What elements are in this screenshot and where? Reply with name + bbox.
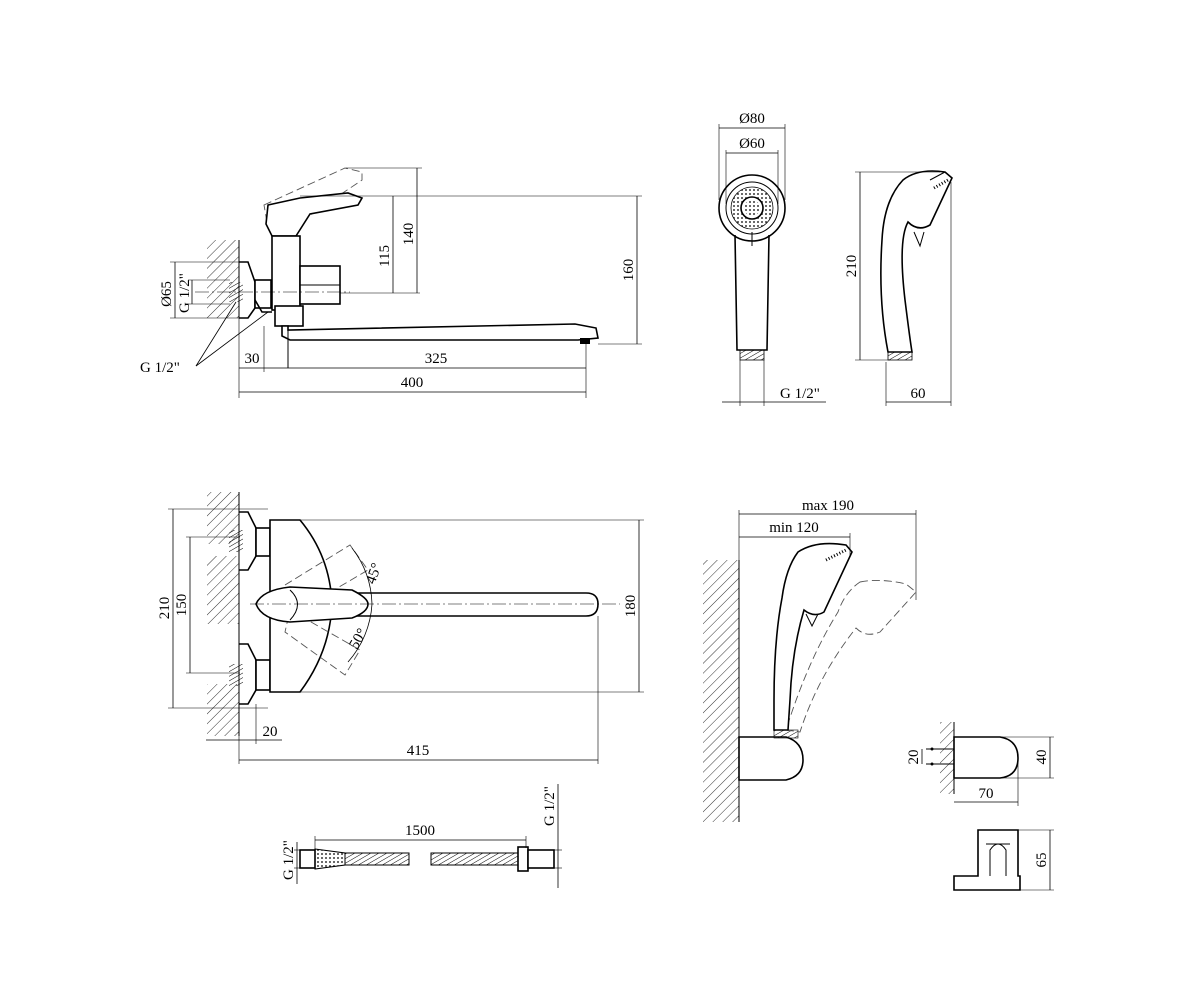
wall-holder (738, 736, 804, 781)
dim-1500-label: 1500 (405, 823, 435, 839)
faucet-plan-view: 45° 50° 210 150 180 20 415 (157, 492, 644, 764)
dim-30-label: 30 (245, 351, 260, 367)
dim-min120-label: min 120 (769, 520, 819, 536)
dim-325-label: 325 (425, 351, 448, 367)
dim-210-shower-label: 210 (844, 255, 860, 278)
dim-g12-hose-left-label: G 1/2" (281, 840, 297, 880)
spout (281, 323, 599, 368)
dim-g12-shower-label: G 1/2" (780, 386, 820, 402)
shower-upright (773, 542, 853, 731)
dim-140-label: 140 (401, 223, 417, 246)
dim-40-bracket-label: 40 (1034, 750, 1050, 765)
dim-20-plan-label: 20 (263, 724, 278, 740)
shower-hose: 1500 G 1/2" G 1/2" (281, 784, 562, 888)
dim-180-plan-label: 180 (623, 595, 639, 618)
dim-g12-vertical-label: G 1/2" (177, 273, 193, 313)
bracket-detail: 20 40 70 65 (906, 722, 1054, 891)
dim-d60-label: Ø60 (739, 136, 765, 152)
spout-plan (339, 592, 599, 617)
dim-45deg-label: 45° (363, 561, 385, 586)
shower-tilted-ghost (785, 579, 917, 733)
dim-max190-label: max 190 (802, 498, 854, 514)
mixer-lever (265, 192, 364, 237)
dim-65-bracket-label: 65 (1034, 853, 1050, 868)
dim-20-bracket-label: 20 (906, 750, 922, 765)
hand-shower-side (880, 170, 953, 361)
mixer-lever-plan (255, 586, 369, 623)
bracket-plan (953, 829, 1021, 891)
dim-60-shower-label: 60 (911, 386, 926, 402)
dim-g12-hose-right-label: G 1/2" (542, 786, 558, 826)
dim-400-label: 400 (401, 375, 424, 391)
shower-holder-view: max 190 min 120 (703, 498, 917, 822)
dim-d65-label: Ø65 (159, 281, 175, 307)
hand-shower-front (718, 174, 786, 361)
dim-160-label: 160 (621, 259, 637, 282)
dim-115-label: 115 (377, 245, 393, 267)
mixer-body (271, 235, 341, 327)
dim-d80-label: Ø80 (739, 111, 765, 127)
faucet-side-view: 115 140 160 Ø65 G 1/2" G 1/2" 30 325 (140, 167, 642, 398)
hand-shower-views: Ø80 Ø60 G 1/2" 210 60 (718, 111, 953, 406)
dim-g12-leader-label: G 1/2" (140, 360, 180, 376)
wall-hatch (207, 240, 240, 318)
dim-415-plan-label: 415 (407, 743, 430, 759)
dim-210-plan-label: 210 (157, 597, 173, 620)
dim-70-bracket-label: 70 (979, 786, 994, 802)
dim-150-plan-label: 150 (174, 594, 190, 617)
lever-ghost-50 (284, 609, 361, 676)
